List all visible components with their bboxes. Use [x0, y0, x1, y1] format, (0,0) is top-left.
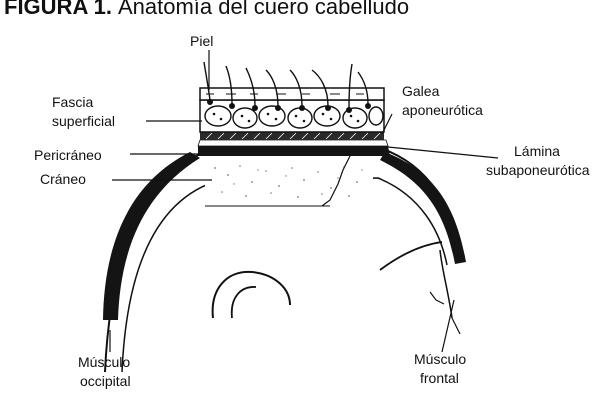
label-craneo: Cráneo [40, 171, 86, 187]
label-lamina-line1: Lámina [514, 143, 560, 159]
label-piel: Piel [190, 33, 213, 49]
label-fascia-line2: superficial [52, 113, 115, 129]
label-pericraneo: Pericráneo [34, 147, 102, 163]
label-galea-line1: Galea [402, 83, 440, 99]
leader-frontal [442, 300, 454, 352]
occipital-muscle [103, 152, 200, 320]
pericranium-layer [198, 146, 390, 156]
diagram-canvas: Piel Fascia superficial Galea aponeuróti… [0, 22, 613, 401]
skull-inner-outline [122, 178, 447, 372]
eyebrow-line [380, 242, 442, 270]
figure-title: FIGURA 1. Anatomía del cuero cabelludo [0, 0, 613, 22]
leader-lamina [388, 147, 498, 158]
label-lamina-line2: subaponeurótica [486, 162, 590, 178]
label-fascia-line1: Fascia [52, 94, 93, 110]
face-contour-marks [430, 292, 460, 334]
label-occipital-line1: Músculo [78, 354, 130, 370]
label-frontal-line1: Músculo [414, 351, 466, 367]
scalp-anatomy-diagram: Piel Fascia superficial Galea aponeuróti… [0, 22, 613, 401]
galea-layer [200, 132, 384, 140]
label-galea-line2: aponeurótica [402, 102, 483, 118]
label-frontal-line2: frontal [420, 370, 459, 386]
label-occipital-line2: occipital [80, 373, 131, 389]
ear-outline [213, 272, 290, 318]
figure-title-text: Anatomía del cuero cabelludo [118, 0, 409, 19]
superficial-fascia-layer [200, 100, 384, 132]
subaponeurotic-layer [198, 140, 388, 146]
figure-title-bold: FIGURA 1. [4, 0, 112, 19]
ear-inner-outline [232, 287, 256, 318]
cranium-bone [205, 158, 373, 206]
